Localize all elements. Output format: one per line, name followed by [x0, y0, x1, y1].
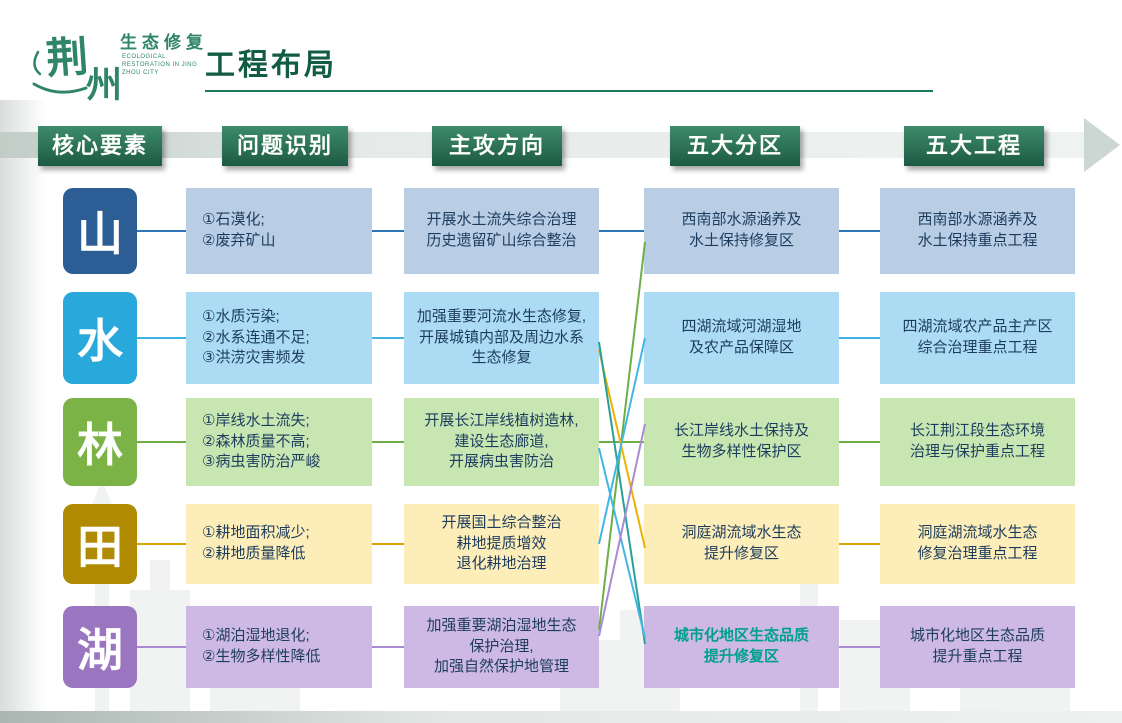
- connector-line: [137, 646, 186, 648]
- left-gradient-decoration: [0, 100, 46, 723]
- connector-line: [839, 543, 880, 545]
- column-header-zones: 五大分区: [670, 126, 800, 166]
- logo-char-zhou: 州: [86, 64, 123, 106]
- farmland-icon: 田: [63, 504, 137, 584]
- problems-cell: ①石漠化; ②废弃矿山: [186, 188, 372, 274]
- column-header-core-elements: 核心要素: [38, 126, 162, 166]
- zone-cell: 西南部水源涵养及 水土保持修复区: [644, 188, 839, 274]
- connector-line: [137, 337, 186, 339]
- connector-line: [137, 543, 186, 545]
- connector-line: [839, 646, 880, 648]
- lake-icon: 湖: [63, 606, 137, 688]
- title-underline: [205, 90, 933, 92]
- connector-line: [372, 230, 404, 232]
- column-header-projects: 五大工程: [904, 126, 1044, 166]
- project-cell: 洞庭湖流域水生态 修复治理重点工程: [880, 504, 1075, 584]
- forest-icon: 林: [63, 398, 137, 486]
- direction-cell: 加强重要河流水生态修复, 开展城镇内部及周边水系 生态修复: [404, 292, 599, 384]
- connector-line: [137, 441, 186, 443]
- app-logo: 荆 州 生态修复 ECOLOGICAL RESTORATION IN JING …: [28, 10, 203, 110]
- direction-cell: 开展国土综合整治 耕地提质增效 退化耕地治理: [404, 504, 599, 584]
- direction-cell: 开展长江岸线植树造林, 建设生态廊道, 开展病虫害防治: [404, 398, 599, 486]
- project-cell: 城市化地区生态品质 提升重点工程: [880, 606, 1075, 688]
- problems-cell: ①耕地面积减少; ②耕地质量降低: [186, 504, 372, 584]
- zone-cell: 洞庭湖流域水生态 提升修复区: [644, 504, 839, 584]
- connector-line: [599, 441, 644, 443]
- logo-swoosh-icon: [32, 50, 88, 94]
- problems-cell: ①湖泊湿地退化; ②生物多样性降低: [186, 606, 372, 688]
- zone-cell: 四湖流域河湖湿地 及农产品保障区: [644, 292, 839, 384]
- page-title: 工程布局: [205, 49, 337, 82]
- mountain-icon: 山: [63, 188, 137, 274]
- connector-line: [599, 230, 644, 232]
- column-header-directions: 主攻方向: [432, 126, 562, 166]
- problems-cell: ①水质污染; ②水系连通不足; ③洪涝灾害频发: [186, 292, 372, 384]
- problems-cell: ①岸线水土流失; ②森林质量不高; ③病虫害防治严峻: [186, 398, 372, 486]
- logo-subtext: ECOLOGICAL RESTORATION IN JING ZHOU CITY: [122, 54, 198, 76]
- project-cell: 长江荆江段生态环境 治理与保护重点工程: [880, 398, 1075, 486]
- connector-line: [137, 230, 186, 232]
- logo-tagline: 生态修复: [120, 33, 208, 52]
- connector-line: [372, 441, 404, 443]
- connector-line: [372, 543, 404, 545]
- connector-line: [372, 337, 404, 339]
- connector-line: [839, 337, 880, 339]
- column-header-problems: 问题识别: [222, 126, 348, 166]
- water-icon: 水: [63, 292, 137, 384]
- logo-char-jing: 荆: [44, 31, 90, 84]
- project-cell: 西南部水源涵养及 水土保持重点工程: [880, 188, 1075, 274]
- direction-cell: 开展水土流失综合治理 历史遗留矿山综合整治: [404, 188, 599, 274]
- connector-line: [839, 230, 880, 232]
- zone-cell-highlighted: 城市化地区生态品质 提升修复区: [644, 606, 839, 688]
- connector-line: [372, 646, 404, 648]
- direction-cell: 加强重要湖泊湿地生态 保护治理, 加强自然保护地管理: [404, 606, 599, 688]
- zone-cell: 长江岸线水土保持及 生物多样性保护区: [644, 398, 839, 486]
- bottom-decoration-bar: [0, 711, 1122, 723]
- project-cell: 四湖流域农产品主产区 综合治理重点工程: [880, 292, 1075, 384]
- connector-line: [839, 441, 880, 443]
- flow-arrowhead-icon: [1084, 118, 1120, 172]
